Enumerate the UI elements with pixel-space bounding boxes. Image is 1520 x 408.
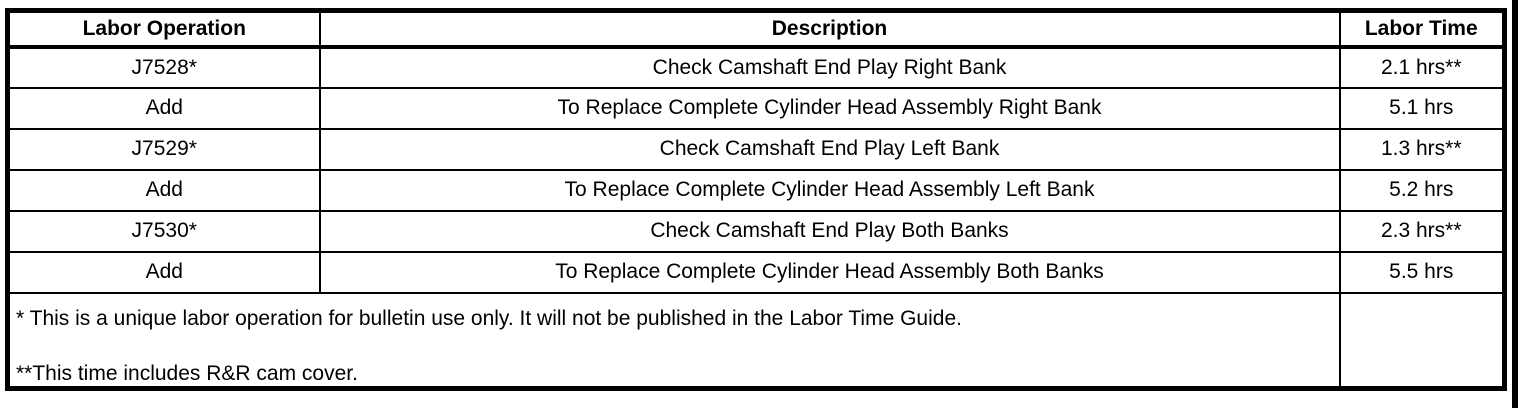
table-row: J7530* Check Camshaft End Play Both Bank… — [6, 209, 1506, 253]
description-cell: To Replace Complete Cylinder Head Assemb… — [318, 86, 1341, 130]
footnote-cell: * This is a unique labor operation for b… — [6, 291, 1341, 390]
table-header: Labor Operation Description Labor Time — [6, 9, 1506, 49]
table-row: Add To Replace Complete Cylinder Head As… — [6, 168, 1506, 212]
labor-time-table: Labor Operation Description Labor Time J… — [5, 8, 1507, 391]
description-cell: Check Camshaft End Play Both Banks — [318, 209, 1341, 253]
table-body: J7528* Check Camshaft End Play Right Ban… — [6, 45, 1506, 390]
table-row: J7528* Check Camshaft End Play Right Ban… — [6, 45, 1506, 89]
description-cell: Check Camshaft End Play Left Bank — [318, 127, 1341, 171]
labor-time-cell: 1.3 hrs** — [1338, 127, 1506, 171]
header-description: Description — [318, 9, 1341, 49]
page-edge-border — [1512, 0, 1518, 408]
labor-time-cell: 5.5 hrs — [1338, 250, 1506, 294]
description-cell: To Replace Complete Cylinder Head Assemb… — [318, 250, 1341, 294]
description-cell: To Replace Complete Cylinder Head Assemb… — [318, 168, 1341, 212]
table-row: Add To Replace Complete Cylinder Head As… — [6, 250, 1506, 294]
labor-operation-cell: J7529* — [6, 127, 321, 171]
footnote-unique-labor-operation: * This is a unique labor operation for b… — [16, 306, 962, 330]
labor-operation-cell: J7528* — [6, 45, 321, 89]
footnote-row: * This is a unique labor operation for b… — [6, 291, 1506, 390]
table-row: Add To Replace Complete Cylinder Head As… — [6, 86, 1506, 130]
labor-operation-cell: Add — [6, 86, 321, 130]
description-cell: Check Camshaft End Play Right Bank — [318, 45, 1341, 89]
labor-operation-cell: J7530* — [6, 209, 321, 253]
labor-operation-cell: Add — [6, 250, 321, 294]
labor-time-cell: 5.1 hrs — [1338, 86, 1506, 130]
header-labor-operation: Labor Operation — [6, 9, 321, 49]
labor-operation-cell: Add — [6, 168, 321, 212]
header-labor-time: Labor Time — [1338, 9, 1506, 49]
labor-time-cell: 2.1 hrs** — [1338, 45, 1506, 89]
labor-time-cell: 2.3 hrs** — [1338, 209, 1506, 253]
table-row: J7529* Check Camshaft End Play Left Bank… — [6, 127, 1506, 171]
labor-time-cell: 5.2 hrs — [1338, 168, 1506, 212]
header-row: Labor Operation Description Labor Time — [6, 9, 1506, 49]
footnote-empty-labor-time-cell — [1338, 291, 1506, 390]
footnote-rr-cam-cover: **This time includes R&R cam cover. — [16, 361, 358, 385]
